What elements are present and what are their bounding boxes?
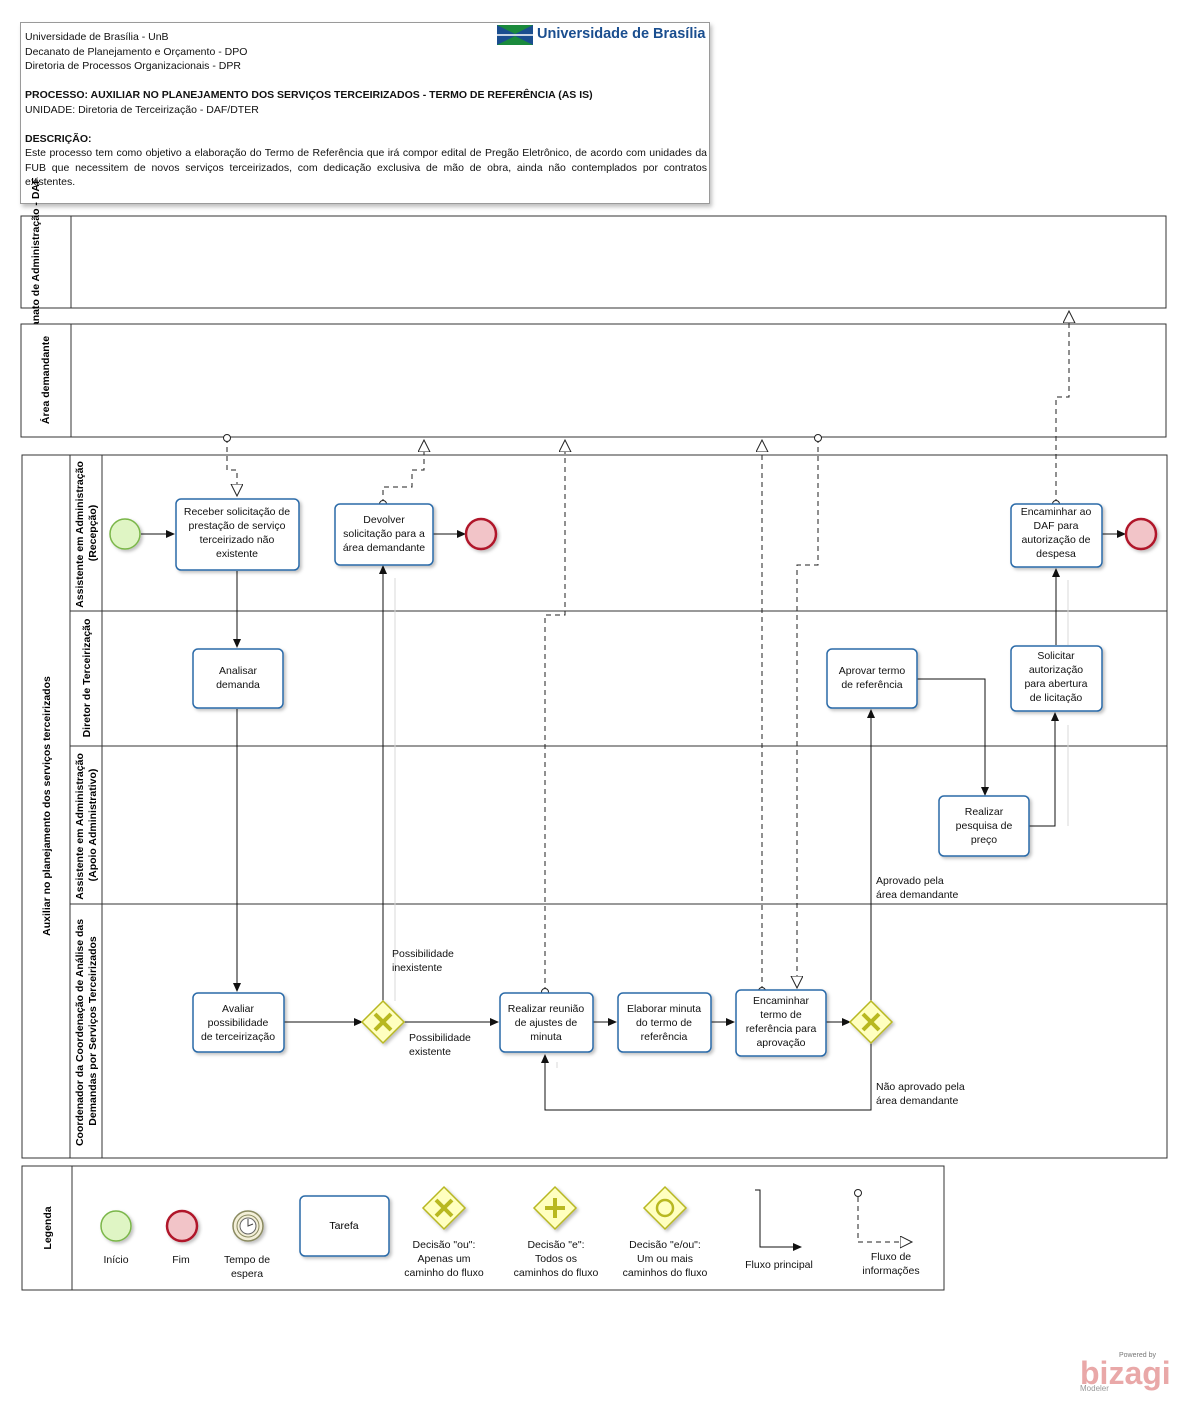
message-flows [226,311,1069,992]
bizagi-brand: bizagi [1080,1355,1171,1391]
header-line-3: Diretoria de Processos Organizacionais -… [25,60,241,72]
gateway-x-icon [861,1012,881,1032]
legend-title: Legenda [42,1206,54,1249]
msg-encaminhar-daf [1055,311,1069,504]
header-line-1: Universidade de Brasília - UnB [25,31,169,43]
legend: Legenda Tarefa [21,1165,945,1291]
gateway-aprovacao [848,999,894,1045]
pool-area-demandante: Área demandante [20,323,1167,438]
header-line-2: Decanato de Planejamento e Orçamento - D… [25,45,248,58]
unit-line: UNIDADE: Diretoria de Terceirização - DA… [25,103,259,116]
legend-info-flow-icon [854,1189,913,1243]
legend-start-icon [100,1210,132,1242]
legend-fluxo-principal-label: Fluxo principal [745,1259,813,1271]
flow-gateway2-reuniao [541,1043,872,1111]
description-title: DESCRIÇÃO: [25,132,92,145]
msg-reuniao-area [544,440,565,992]
process-title: PROCESSO: AUXILIAR NO PLANEJAMENTO DOS S… [25,89,593,101]
msg-area-encaminhar [797,438,819,988]
lane-diretor-label: Diretor de Terceirização [81,619,93,738]
svg-text:Tarefa: Tarefa [329,1220,358,1232]
legend-inicio-label: Início [103,1254,128,1266]
header-text: Universidade de Brasília - UnB Decanato … [25,30,709,190]
legend-task-icon: Tarefa [299,1195,390,1257]
end-event-2 [1124,517,1158,551]
legend-end-icon [165,1209,199,1243]
legend-and-icon [532,1185,578,1231]
bizagi-powered: Powered by [1119,1352,1156,1359]
bizagi-product: Modeler [1080,1384,1109,1393]
flow-pesquisa-solicitar [1029,712,1059,827]
legend-main-flow-icon [755,1189,802,1251]
msg-devolver-area [382,440,424,504]
pool-main-label: Auxiliar no planejamento dos serviços te… [41,676,53,936]
gateway-possibilidade [360,999,406,1045]
flow-aprovar-pesquisa [917,678,989,796]
logo-text: Universidade de Brasília [537,26,706,42]
msg-area-receber [226,438,237,496]
pool-daf-label: Decanato de Administração - DAF [30,177,42,346]
gateway-x-icon [373,1012,393,1032]
unb-logo: Universidade de Brasília [497,25,707,47]
legend-timer-icon [232,1210,264,1242]
flow-shadows [394,578,1069,1068]
header-box: Universidade de Brasília - UnB Decanato … [20,22,710,204]
legend-fim-label: Fim [172,1254,190,1266]
unb-logo-icon [497,25,533,45]
bizagi-logo: Powered by bizagi Modeler [1080,1352,1171,1394]
legend-or-icon [642,1185,688,1231]
pool-area-label: Área demandante [39,336,52,424]
start-event [109,518,141,550]
description-text: Este processo tem como objetivo a elabor… [25,147,707,188]
lane-apoio-label: Assistente em Administração (Apoio Admin… [74,750,99,900]
lane-recepcao-label: Assistente em Administração (Recepção) [74,458,99,608]
lane-coord-label: Coordenador da Coordenação de Análise da… [74,916,99,1146]
pool-daf: Decanato de Administração - DAF [20,177,1167,346]
legend-xor-icon [421,1185,467,1231]
end-event-1 [464,517,498,551]
sequence-flows [141,530,1126,1111]
